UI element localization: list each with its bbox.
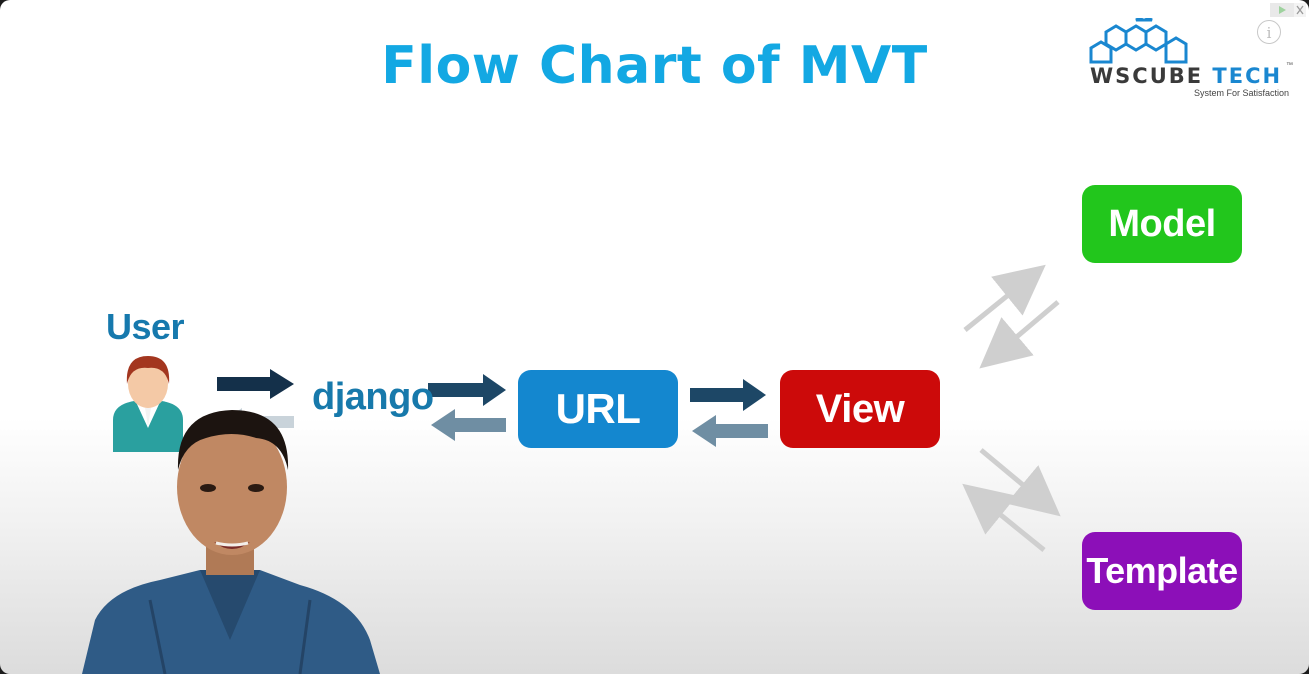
arrow-model-to-view [979,300,1060,369]
arrow-django-to-url [428,374,506,406]
arrow-view-to-url [692,415,768,447]
logo-tagline: System For Satisfaction [1194,88,1290,98]
hexagon-logo-icon [1089,18,1188,64]
user-avatar-icon [113,356,183,452]
logo-trademark: ™ [1286,62,1293,69]
arrow-view-to-model [963,264,1046,332]
model-node: Model [1082,185,1242,263]
template-node: Template [1082,532,1242,610]
arrow-user-to-django [217,369,294,399]
info-icon[interactable]: i [1257,20,1281,44]
user-label: User [106,306,185,347]
view-node: View [780,370,940,448]
arrow-url-to-django [431,409,506,441]
ad-play-icon [1279,6,1286,14]
ad-badge[interactable] [1270,3,1306,17]
arrow-template-to-view [962,483,1046,552]
ad-close-icon [1296,5,1304,15]
arrow-url-to-view [690,379,766,411]
wscube-logo: WsCube Tech ™ System For Satisfaction [1086,18,1296,102]
slide-title: Flow Chart of MVT [381,36,928,96]
presenter-figure [82,410,380,674]
logo-wordmark: WsCube Tech [1090,64,1283,88]
url-node: URL [518,370,678,448]
arrow-view-to-template [979,448,1061,517]
django-label: django [312,376,434,418]
